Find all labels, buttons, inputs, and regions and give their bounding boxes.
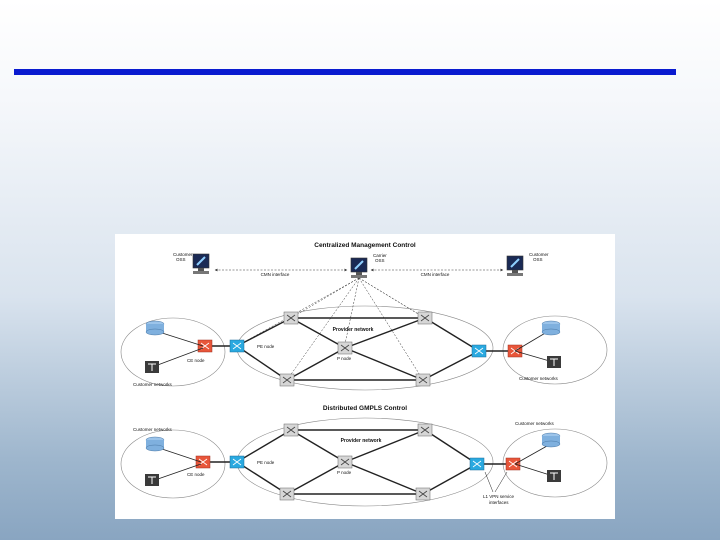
bottom-topology-links [205,429,513,495]
top-right-router-icon [541,320,561,336]
bottom-p-node-icon-1 [283,423,299,437]
bottom-customer-links [154,445,554,481]
cmn-interface-left-label: CMN interface [261,272,290,277]
bottom-left-terminal-icon [145,474,159,486]
l1vpn-callout-line-2 [494,471,508,493]
bottom-p-node-icon-2 [417,423,433,437]
bottom-pe-node-label: PE node [257,460,275,465]
customer-oss-right-label-1: Customer [529,252,549,257]
customer-oss-left-monitor-icon [192,253,210,274]
top-p-node-icon-4 [279,373,295,387]
top-topology-links [205,317,515,381]
cmn-interface-right-label: CMN interface [421,272,450,277]
top-customer-right-ellipse [502,315,608,385]
bottom-title: Distributed GMPLS Control [323,405,407,412]
top-customer-networks-right-label: Customer networks [519,376,559,381]
bottom-p-node-label: P node [337,470,352,475]
top-p-node-icon-1 [283,311,299,325]
customer-oss-right-monitor-icon [506,255,524,276]
bottom-ce-node-label: CE node [187,472,205,477]
customer-oss-left-label-1: Customer [173,252,193,257]
customer-oss-right-label-2: OSS [533,257,543,262]
title-rule [14,69,676,75]
bottom-p-node-icon-3 [337,455,353,469]
bottom-right-router-icon [541,432,561,448]
bottom-provider-network-label: Provider network [341,438,382,444]
top-ce-node-label: CE node [187,358,205,363]
bottom-ce-node-left-icon [195,455,211,469]
bottom-customer-networks-left-label: Customer networks [133,427,173,432]
top-customer-links [154,331,554,367]
top-provider-network-label: Provider network [333,327,374,333]
top-p-node-icon-5 [415,373,431,387]
customer-oss-left-label-2: OSS [176,257,186,262]
bottom-pe-node-right-icon [469,457,485,471]
bottom-right-terminal-icon [547,470,561,482]
network-diagram: Centralized Management Control Customer … [115,234,615,519]
top-p-node-icon-2 [417,311,433,325]
bottom-pe-node-left-icon [229,455,245,469]
bottom-p-node-icon-5 [415,487,431,501]
top-title: Centralized Management Control [314,242,416,249]
top-left-router-icon [145,320,165,336]
top-pe-node-right-icon [471,344,487,358]
network-diagram-svg: Centralized Management Control Customer … [120,242,608,507]
bottom-left-router-icon [145,436,165,452]
l1vpn-label-1: L1 VPN service [483,494,515,499]
top-p-node-icon-3 [337,341,353,355]
l1vpn-label-2: interfaces [489,500,509,505]
top-right-terminal-icon [547,356,561,368]
carrier-oss-label-2: OSS [375,258,385,263]
top-pe-node-left-icon [229,339,245,353]
l1vpn-callout-line-1 [484,471,494,493]
bottom-ce-node-right-icon [505,457,521,471]
carrier-oss-label-1: Carrier [373,253,387,258]
top-pe-node-label: PE node [257,344,275,349]
top-ce-node-left-icon [197,339,213,353]
top-left-terminal-icon [145,361,159,373]
bottom-p-node-icon-4 [279,487,295,501]
top-customer-networks-left-label: Customer networks [133,382,173,387]
bottom-customer-networks-right-label: Customer networks [515,421,555,426]
bottom-customer-right-ellipse [502,428,608,498]
carrier-oss-monitor-icon [350,257,368,278]
bottom-provider-ellipse [236,417,494,507]
top-p-node-label: P node [337,356,352,361]
